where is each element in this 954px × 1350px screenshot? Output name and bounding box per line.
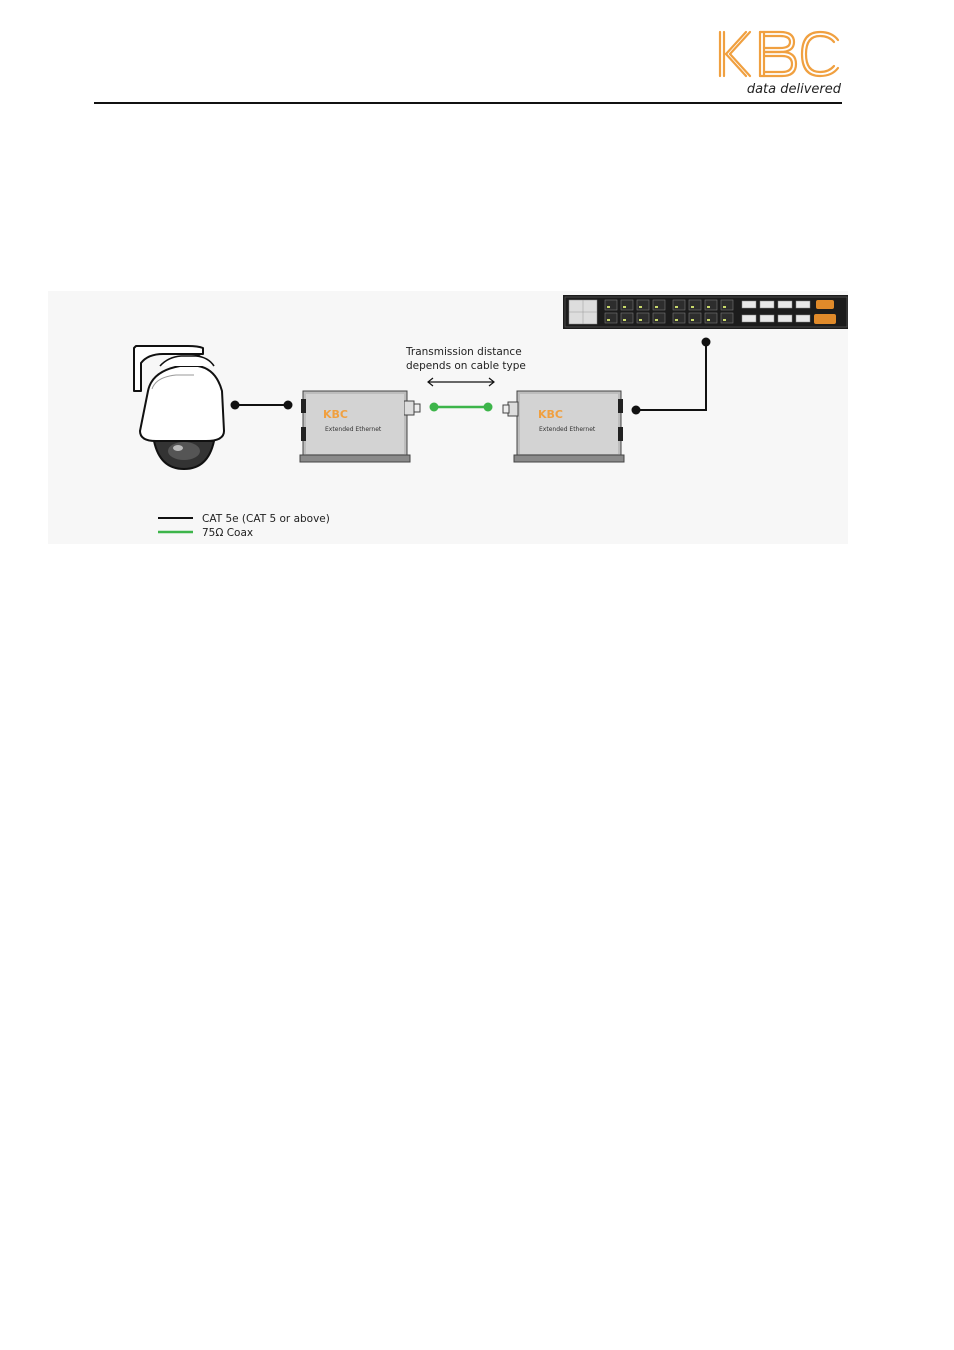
extender-right-brand: KBC xyxy=(538,408,563,421)
kbc-logo xyxy=(716,30,842,80)
extender-left: KBC Extended Ethernet xyxy=(299,390,421,463)
extender-left-label: Extended Ethernet xyxy=(325,426,382,433)
network-diagram: KBC Extended Ethernet Transmission dista… xyxy=(48,291,848,544)
header-divider xyxy=(94,102,842,104)
distance-annotation-line1: Transmission distance xyxy=(405,346,522,358)
extender-right-label: Extended Ethernet xyxy=(539,426,596,433)
legend: CAT 5e (CAT 5 or above) 75Ω Coax xyxy=(158,513,330,539)
extender-right: KBC Extended Ethernet xyxy=(502,390,625,463)
ptz-camera xyxy=(133,345,226,471)
distance-annotation-line2: depends on cable type xyxy=(406,360,526,372)
coax-cable xyxy=(429,402,493,412)
extender-left-brand: KBC xyxy=(323,408,348,421)
logo-tagline: data delivered xyxy=(746,82,841,97)
cat5-cable-switch xyxy=(631,337,711,415)
network-switch xyxy=(563,295,848,329)
legend-label-coax: 75Ω Coax xyxy=(202,527,253,539)
legend-label-cat5: CAT 5e (CAT 5 or above) xyxy=(202,513,330,525)
cat5-cable-camera xyxy=(230,400,293,410)
distance-double-arrow xyxy=(427,377,495,387)
